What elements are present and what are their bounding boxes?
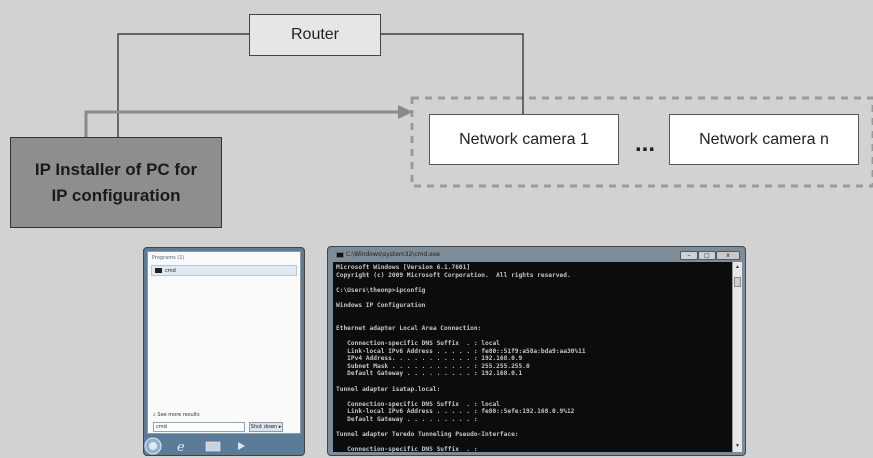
installer-label-line2: IP configuration [51, 185, 181, 205]
programs-header: Programs (1) [152, 255, 185, 261]
cmd-window-icon [336, 252, 344, 258]
scrollbar-thumb[interactable] [734, 277, 741, 287]
scroll-up-icon[interactable]: ▲ [735, 264, 740, 270]
installer-label-line1: IP Installer of PC for [34, 159, 198, 179]
camera-ellipsis: ... [634, 130, 655, 157]
network-camera-1-box: Network camera 1 [429, 114, 619, 165]
maximize-button[interactable]: □ [698, 251, 716, 260]
cmd-result-label: cmd [165, 267, 176, 274]
close-button[interactable]: x [716, 251, 740, 260]
see-more-results-link[interactable]: ⌕ See more results [153, 412, 200, 418]
cmd-scrollbar[interactable]: ▲ ▼ [732, 262, 742, 452]
router-label: Router [290, 26, 340, 43]
cmd-window-title: C:\Windows\system32\cmd.exe [346, 251, 440, 258]
start-menu-screenshot: Programs (1) cmd ⌕ See more results cmd … [143, 247, 305, 456]
start-search-input[interactable]: cmd [153, 422, 245, 432]
router-camera-line [381, 33, 524, 114]
camera-1-label: Network camera 1 [459, 130, 589, 148]
scroll-down-icon[interactable]: ▼ [735, 443, 740, 449]
start-menu-panel: Programs (1) cmd ⌕ See more results cmd … [147, 251, 301, 434]
camera-group-dashed-border [410, 96, 873, 188]
ip-installer-box: IP Installer of PC for IP configuration [10, 137, 222, 228]
installer-camera-arrow-line [84, 110, 400, 137]
cmd-program-icon [155, 268, 162, 273]
arrowhead-icon [398, 105, 413, 119]
explorer-icon[interactable] [205, 441, 221, 452]
cmd-console-area[interactable]: Microsoft Windows [Version 6.1.7601] Cop… [333, 262, 732, 452]
installer-router-line [117, 33, 249, 137]
chevron-right-icon: ▸ [278, 424, 282, 430]
play-icon[interactable] [238, 442, 245, 450]
cmd-window-screenshot: C:\Windows\system32\cmd.exe – □ x Micros… [327, 246, 746, 456]
cmd-output-text: Microsoft Windows [Version 6.1.7601] Cop… [336, 264, 586, 452]
camera-n-label: Network camera n [699, 130, 829, 148]
taskbar: e [144, 437, 245, 455]
cmd-result-item[interactable]: cmd [151, 265, 297, 276]
network-camera-n-box: Network camera n [669, 114, 859, 165]
shutdown-button[interactable]: Shut down ▸ [249, 422, 283, 432]
minimize-button[interactable]: – [680, 251, 698, 260]
router-box: Router [249, 14, 381, 56]
search-icon: ⌕ [153, 412, 158, 418]
ie-icon[interactable]: e [177, 440, 185, 455]
